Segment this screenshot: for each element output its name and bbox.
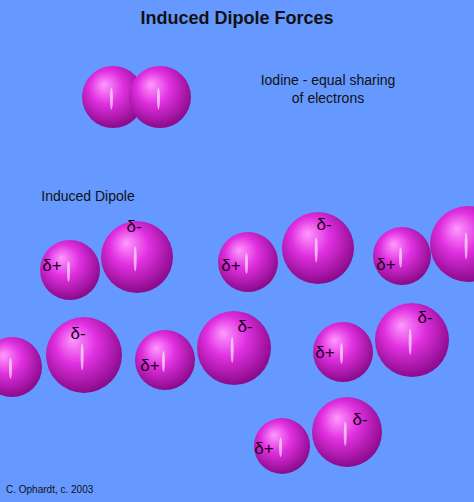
- atom-sphere: [373, 227, 431, 285]
- sphere-highlight: [340, 343, 343, 364]
- sphere-highlight: [279, 438, 282, 458]
- sphere-highlight: [134, 246, 137, 271]
- atom-sphere: [218, 232, 278, 292]
- caption: C. Ophardt, c. 2003: [6, 484, 93, 495]
- atom-sphere: [129, 66, 191, 128]
- partial-charge-label: δ-: [316, 215, 331, 235]
- atom-sphere: [40, 240, 100, 300]
- sphere-highlight: [399, 247, 402, 267]
- partial-charge-label: δ+: [42, 256, 61, 276]
- sphere-highlight: [245, 253, 248, 274]
- partial-charge-label: δ+: [376, 255, 395, 275]
- sphere-highlight: [409, 329, 412, 355]
- annotation-label: Iodine - equal sharing of electrons: [253, 71, 403, 107]
- sphere-highlight: [465, 233, 468, 260]
- partial-charge-label: δ+: [315, 343, 334, 363]
- atom-sphere: [254, 418, 310, 474]
- partial-charge-label: δ-: [417, 308, 432, 328]
- sphere-highlight: [81, 344, 84, 371]
- partial-charge-label: δ+: [140, 356, 159, 376]
- partial-charge-label: δ-: [237, 317, 252, 337]
- sphere-highlight: [9, 358, 12, 379]
- atom-sphere: [313, 322, 373, 382]
- annotation-label: Induced Dipole: [41, 188, 134, 204]
- partial-charge-label: δ+: [254, 439, 273, 459]
- partial-charge-label: δ-: [352, 410, 367, 430]
- atom-sphere: [0, 337, 42, 397]
- atom-sphere: [135, 330, 195, 390]
- sphere-highlight: [231, 337, 234, 363]
- atom-sphere: [197, 311, 271, 385]
- atom-sphere: [430, 206, 474, 282]
- sphere-highlight: [344, 422, 347, 447]
- sphere-highlight: [67, 261, 70, 282]
- partial-charge-label: δ-: [70, 324, 85, 344]
- partial-charge-label: δ-: [126, 217, 141, 237]
- sphere-highlight: [315, 237, 318, 262]
- title: Induced Dipole Forces: [0, 8, 474, 29]
- atom-sphere: [46, 317, 122, 393]
- atom-sphere: [375, 303, 449, 377]
- sphere-highlight: [162, 351, 165, 372]
- partial-charge-label: δ+: [221, 256, 240, 276]
- atom-sphere: [312, 397, 382, 467]
- sphere-highlight: [157, 88, 160, 110]
- sphere-highlight: [110, 88, 113, 110]
- atom-sphere: [282, 212, 354, 284]
